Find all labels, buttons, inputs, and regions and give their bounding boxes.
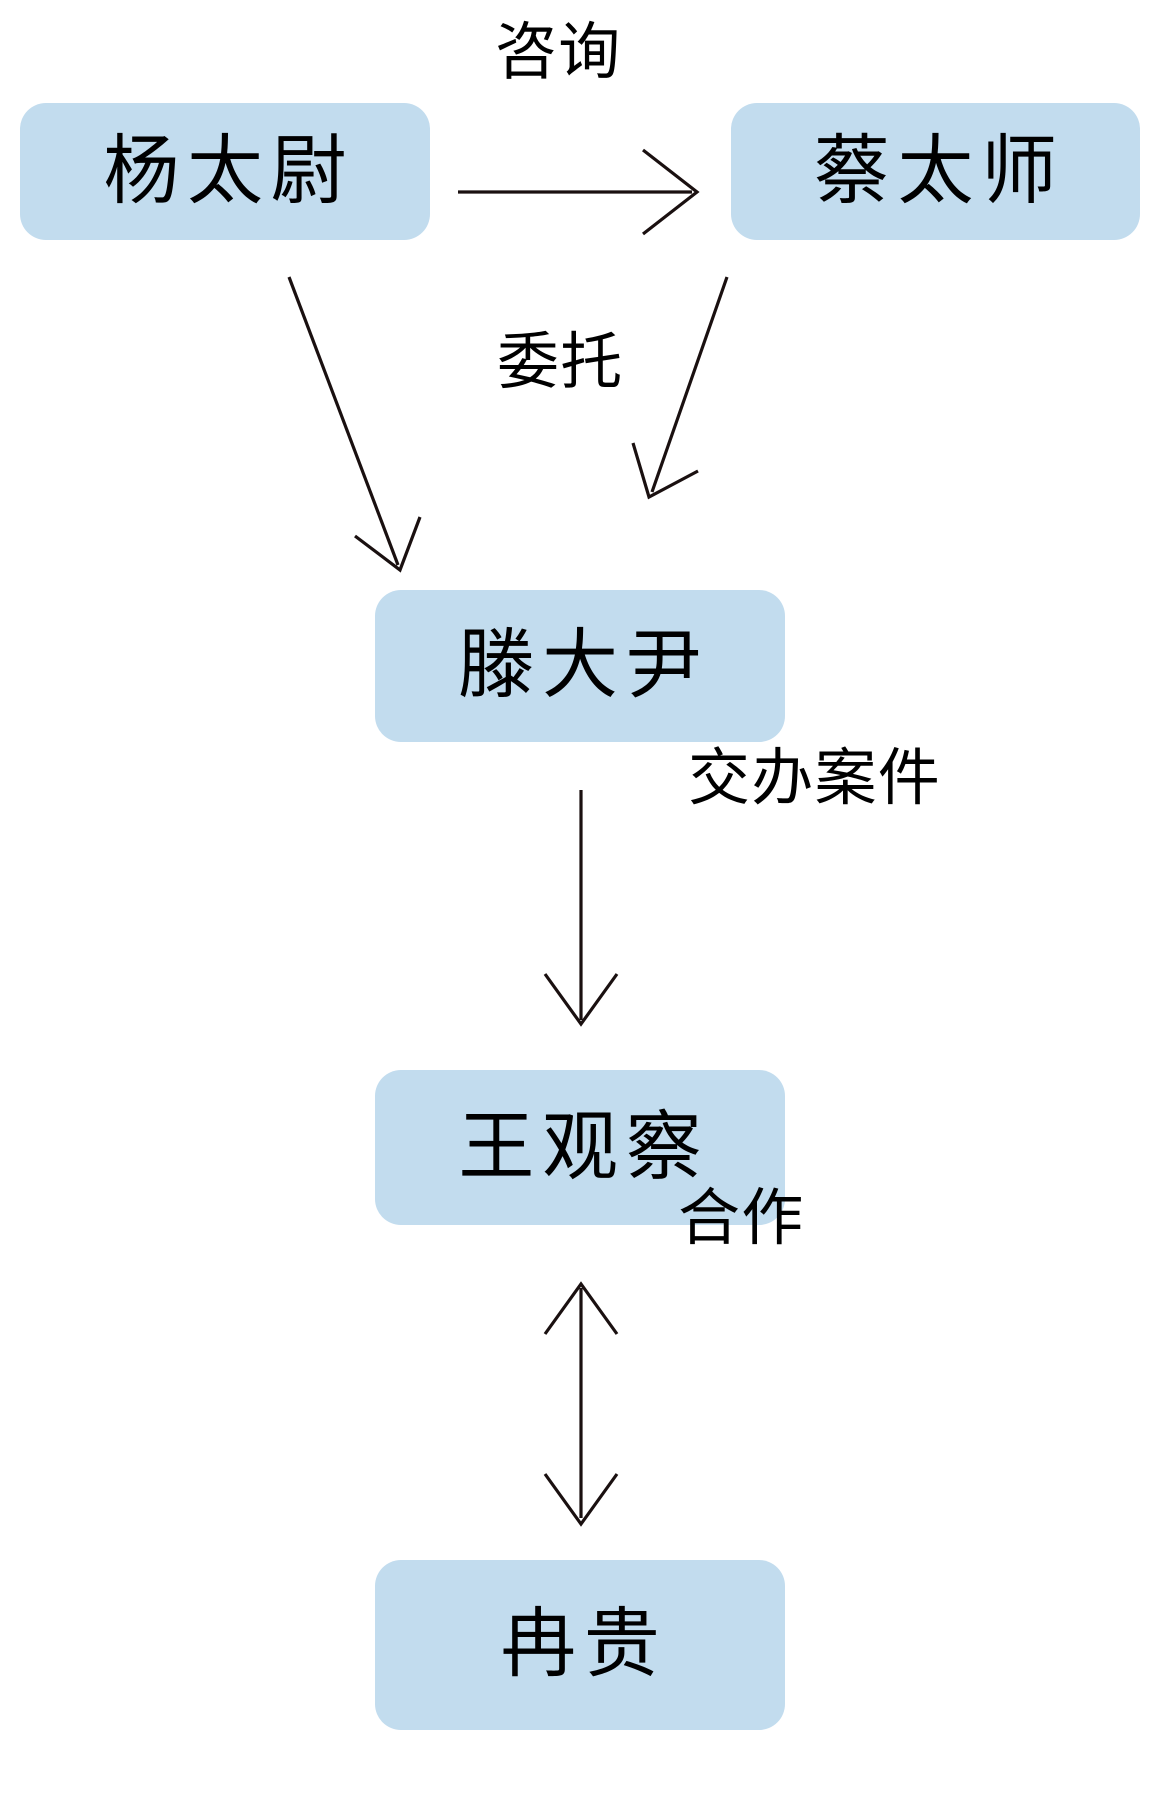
edge-teng-to-wang-arrowhead [543, 973, 619, 1027]
node-ran-gui[interactable]: 冉贵 [375, 1560, 785, 1730]
edge-wang-ran-arrowhead-up [543, 1281, 619, 1335]
edge-yang-to-teng-arrowhead [354, 516, 422, 573]
edge-yang-to-cai-arrowhead [642, 148, 700, 236]
node-wang-guancha[interactable]: 王观察 [375, 1070, 785, 1225]
edge-wang-ran-arrowhead-down [543, 1473, 619, 1527]
node-cai-taishi[interactable]: 蔡太师 [731, 103, 1140, 240]
edge-label-jiaoban-anjian: 交办案件 [688, 744, 941, 813]
edge-label-hezuo: 合作 [678, 1184, 805, 1253]
node-label: 王观察 [458, 1104, 710, 1190]
node-label: 杨太尉 [103, 128, 355, 214]
edge-cai-to-teng-line [650, 276, 729, 493]
edge-cai-to-teng-arrowhead [631, 442, 699, 500]
node-teng-dayin[interactable]: 滕大尹 [375, 590, 785, 742]
edge-label-zixun: 咨询 [495, 18, 622, 87]
node-label: 蔡太师 [813, 128, 1065, 214]
node-label: 冉贵 [500, 1602, 668, 1687]
edge-label-weituo: 委托 [497, 328, 624, 397]
node-label: 滕大尹 [458, 623, 710, 708]
node-yang-taiwei[interactable]: 杨太尉 [20, 103, 430, 240]
edge-yang-to-teng-line [287, 276, 400, 566]
